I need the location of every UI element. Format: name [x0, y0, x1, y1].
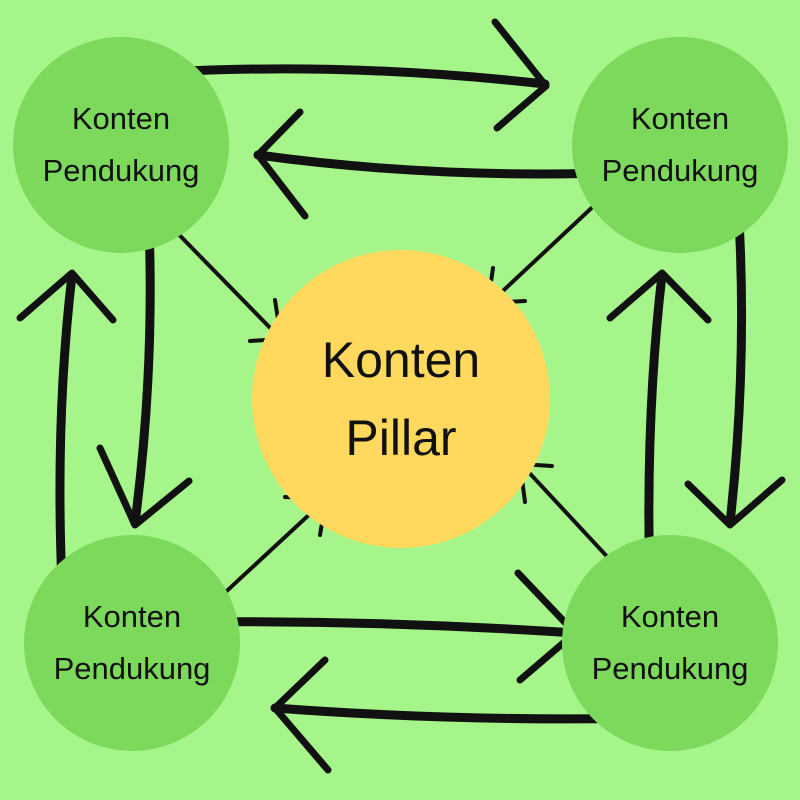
arrow-right-down-head: [684, 476, 786, 529]
arrow-left-down-head: [96, 444, 193, 529]
support-node-label-line2: Pendukung: [591, 651, 749, 686]
support-node-top-left: Konten Pendukung: [13, 37, 229, 253]
support-node-label-line1: Konten: [71, 101, 171, 136]
support-node-label-line2: Pendukung: [601, 153, 759, 188]
pillar-node-label-line1: Konten: [321, 332, 481, 388]
arrow-bottom-left-head: [271, 656, 332, 774]
arrow-top-right: [163, 64, 550, 89]
arrow-top-right-head: [491, 18, 550, 132]
support-node-label-line1: Konten: [82, 599, 182, 634]
pillar-node-center: Konten Pillar: [252, 250, 550, 548]
pillar-node-label-line2: Pillar: [345, 410, 457, 466]
arrow-right-down: [725, 197, 747, 528]
arrow-left-up-head: [16, 269, 117, 324]
arrow-left-up: [55, 270, 77, 590]
support-node-bottom-right: Konten Pendukung: [562, 535, 778, 751]
support-node-top-right: Konten Pendukung: [572, 37, 788, 253]
support-node-label-line1: Konten: [630, 101, 730, 136]
arrow-bottom-right: [183, 617, 580, 638]
arrow-top-left-head: [254, 108, 309, 220]
support-node-bottom-left: Konten Pendukung: [24, 535, 240, 751]
support-node-label-line2: Pendukung: [42, 153, 200, 188]
support-node-label-line1: Konten: [620, 599, 720, 634]
support-node-label-line2: Pendukung: [53, 651, 211, 686]
arrow-right-up-head: [606, 269, 712, 324]
